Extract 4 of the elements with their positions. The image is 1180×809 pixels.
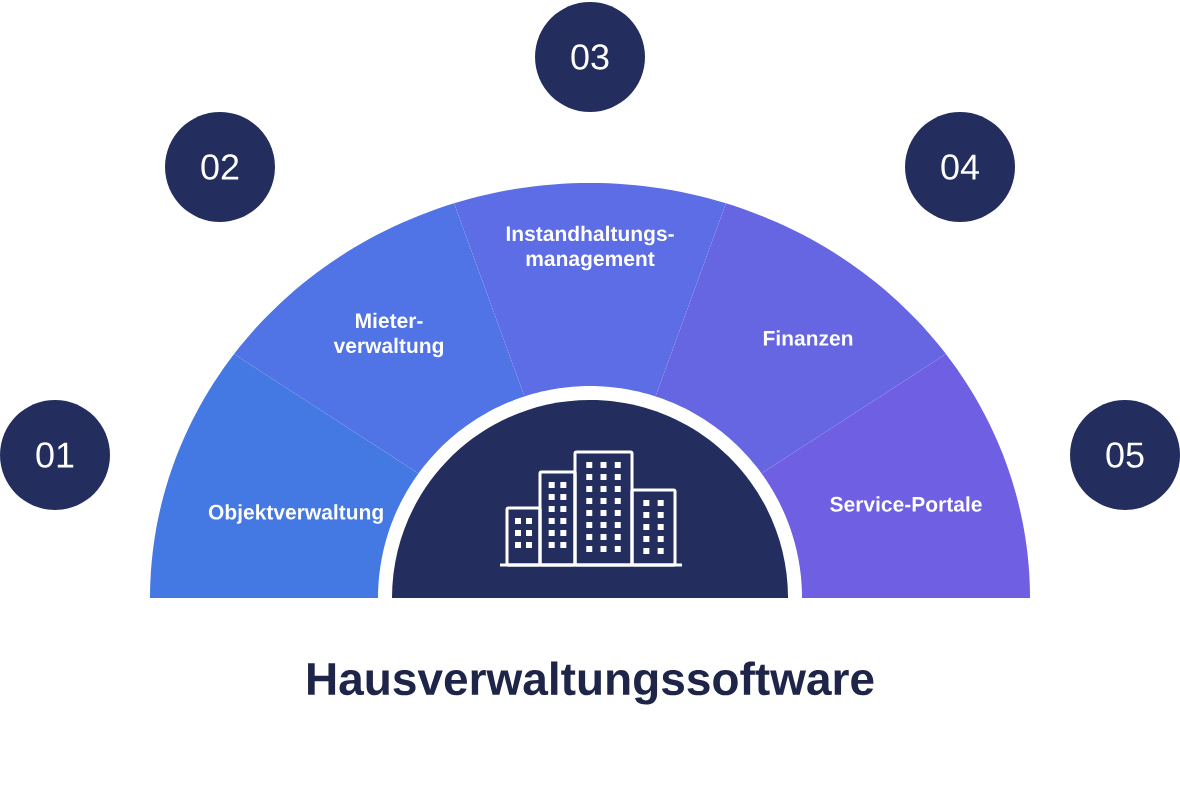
segment: Service-Portale [761,354,1030,598]
segment: Objektverwaltung [150,354,419,598]
title: Hausverwaltungssoftware [308,661,874,705]
segment: Instandhaltungs- management [454,183,726,397]
